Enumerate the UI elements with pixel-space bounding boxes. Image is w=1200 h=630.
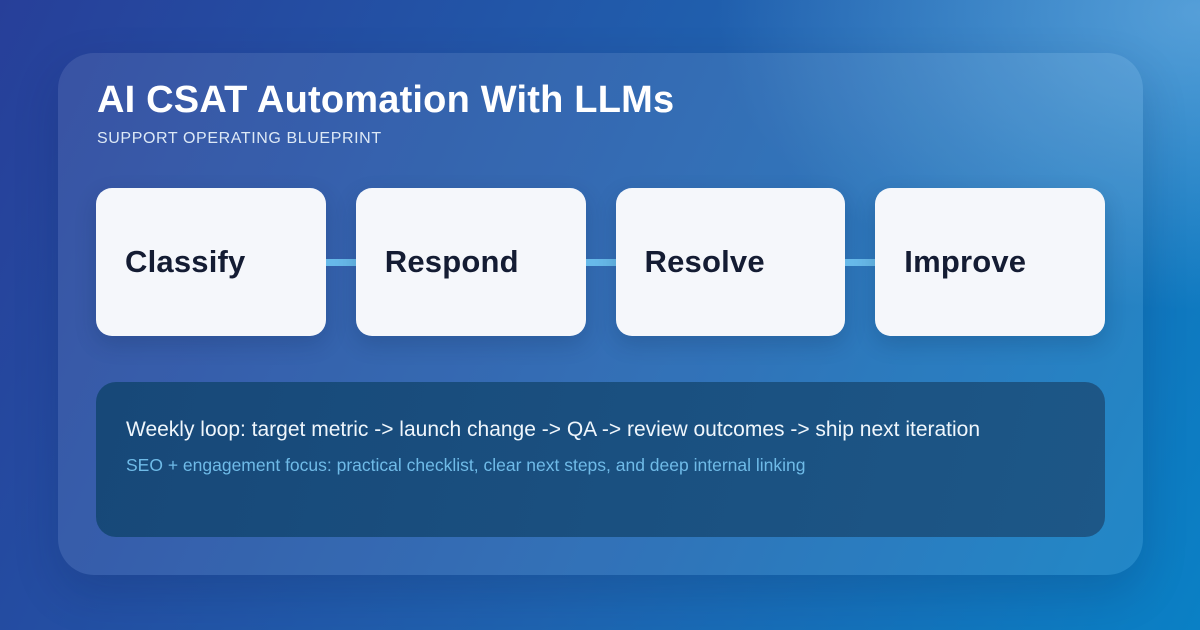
pipeline-step-label: Classify	[125, 244, 246, 279]
page-subtitle: SUPPORT OPERATING BLUEPRINT	[97, 130, 382, 147]
summary-seo-focus: SEO + engagement focus: practical checkl…	[126, 455, 806, 475]
pipeline-step-resolve: Resolve	[615, 188, 846, 336]
pipeline-step-label: Improve	[904, 244, 1027, 279]
pipeline-step-respond: Respond	[355, 188, 586, 336]
pipeline-row: Classify Respond Resolve Improve	[96, 188, 1105, 336]
page-title: AI CSAT Automation With LLMs	[97, 79, 675, 121]
connector-line	[585, 258, 616, 266]
pipeline-step-label: Resolve	[644, 244, 765, 279]
pipeline-step-classify: Classify	[96, 188, 326, 336]
summary-weekly-loop: Weekly loop: target metric -> launch cha…	[126, 418, 981, 441]
pipeline-step-improve: Improve	[875, 188, 1105, 336]
summary-panel: Weekly loop: target metric -> launch cha…	[96, 382, 1105, 537]
content-card: AI CSAT Automation With LLMs SUPPORT OPE…	[58, 53, 1143, 575]
connector-line	[325, 258, 356, 266]
connector-line	[845, 258, 876, 266]
pipeline-step-label: Respond	[384, 244, 519, 279]
